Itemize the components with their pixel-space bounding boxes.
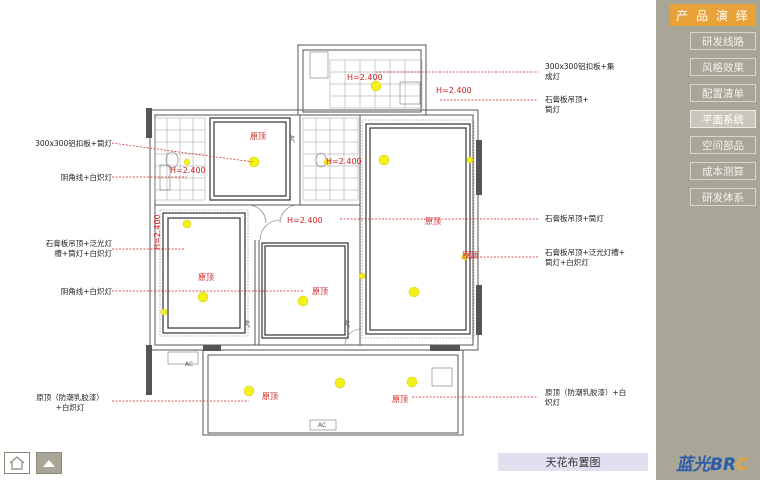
tile-grid	[154, 59, 423, 201]
logo-brand: BR	[710, 455, 737, 475]
ceiling-plan: H=2.400 H=2.400 H=2.400 H=2.400 H=2.400 …	[111, 44, 538, 436]
up-arrow-icon	[43, 460, 55, 467]
height-marks: H=2.400 H=2.400 H=2.400 H=2.400 H=2.400 …	[153, 73, 478, 404]
height-label: H=2.400	[287, 216, 323, 225]
sidebar-item-style-effect[interactable]: 风格效果	[690, 58, 756, 76]
sidebar-title: 产 品 演 绎	[670, 4, 756, 26]
callout-right-1: 300x300铝扣板+集 成灯	[545, 62, 615, 81]
callout-right-4: 石膏板吊顶+泛光灯槽+ 筒灯+白炽灯	[545, 248, 626, 267]
height-label: H=2.400	[170, 166, 206, 175]
logo-accent: C	[736, 455, 749, 475]
ac-tag: AC	[318, 422, 326, 429]
fixtures	[159, 51, 453, 431]
height-label: H=2.400	[436, 86, 472, 95]
original-ceiling-label: 原顶	[462, 251, 478, 260]
up-button[interactable]	[36, 452, 62, 474]
sidebar-item-plan-system[interactable]: 平面系统	[690, 110, 756, 128]
wall-outlines	[149, 44, 479, 436]
wall-columns	[146, 108, 482, 395]
home-icon	[9, 456, 25, 470]
sidebar-item-rd-system[interactable]: 研发体系	[690, 188, 756, 206]
height-label: H=2.400	[347, 73, 383, 82]
callout-right-3: 石膏板吊顶+筒灯	[545, 214, 604, 223]
logo-main: 蓝光	[676, 455, 710, 475]
original-ceiling-label: 原顶	[262, 392, 278, 401]
plan-canvas: H=2.400 H=2.400 H=2.400 H=2.400 H=2.400 …	[4, 44, 648, 474]
ac-tag: AC	[288, 135, 295, 143]
callout-left-1: 300x300铝扣板+筒灯	[35, 139, 112, 148]
sidebar-item-config-list[interactable]: 配置清单	[690, 84, 756, 102]
ac-tag: AC	[185, 361, 193, 368]
height-label: H=2.400	[326, 157, 362, 166]
callout-left-5: 原顶（防潮乳胶漆） +白炽灯	[36, 393, 104, 412]
ceiling-rooms	[162, 117, 471, 339]
callout-right-5: 原顶（防潮乳胶漆）+白 炽灯	[545, 388, 627, 407]
original-ceiling-label: 原顶	[392, 395, 408, 404]
home-button[interactable]	[4, 452, 30, 474]
original-ceiling-label: 原顶	[425, 217, 441, 226]
height-label: H=2.400	[153, 214, 162, 250]
sidebar-item-research-route[interactable]: 研发线路	[690, 32, 756, 50]
callout-right-2: 石膏板吊顶+ 筒灯	[545, 95, 589, 114]
callout-left-2: 阴角线+白炽灯	[60, 173, 112, 182]
door-swings	[247, 204, 362, 346]
callout-left-4: 阴角线+白炽灯	[60, 287, 112, 296]
brand-logo: 蓝光BRC	[676, 450, 749, 475]
original-ceiling-label: 原顶	[250, 132, 266, 141]
ac-tag: AC	[343, 320, 350, 328]
ac-tags: AC AC AC AC AC	[185, 135, 350, 429]
ceiling-lamps	[160, 80, 474, 397]
original-ceiling-label: 原顶	[312, 287, 328, 296]
leader-lines	[111, 71, 538, 402]
ac-tag: AC	[243, 320, 250, 328]
sidebar-item-space-parts[interactable]: 空间部品	[690, 136, 756, 154]
original-ceiling-label: 原顶	[198, 273, 214, 282]
sidebar-item-cost-estimate[interactable]: 成本测算	[690, 162, 756, 180]
sidebar	[656, 0, 760, 480]
light-troughs	[159, 119, 475, 339]
plan-caption: 天花布置图	[498, 453, 648, 471]
callout-left-3: 石膏板吊顶+泛光灯 槽+筒灯+白炽灯	[45, 239, 112, 258]
